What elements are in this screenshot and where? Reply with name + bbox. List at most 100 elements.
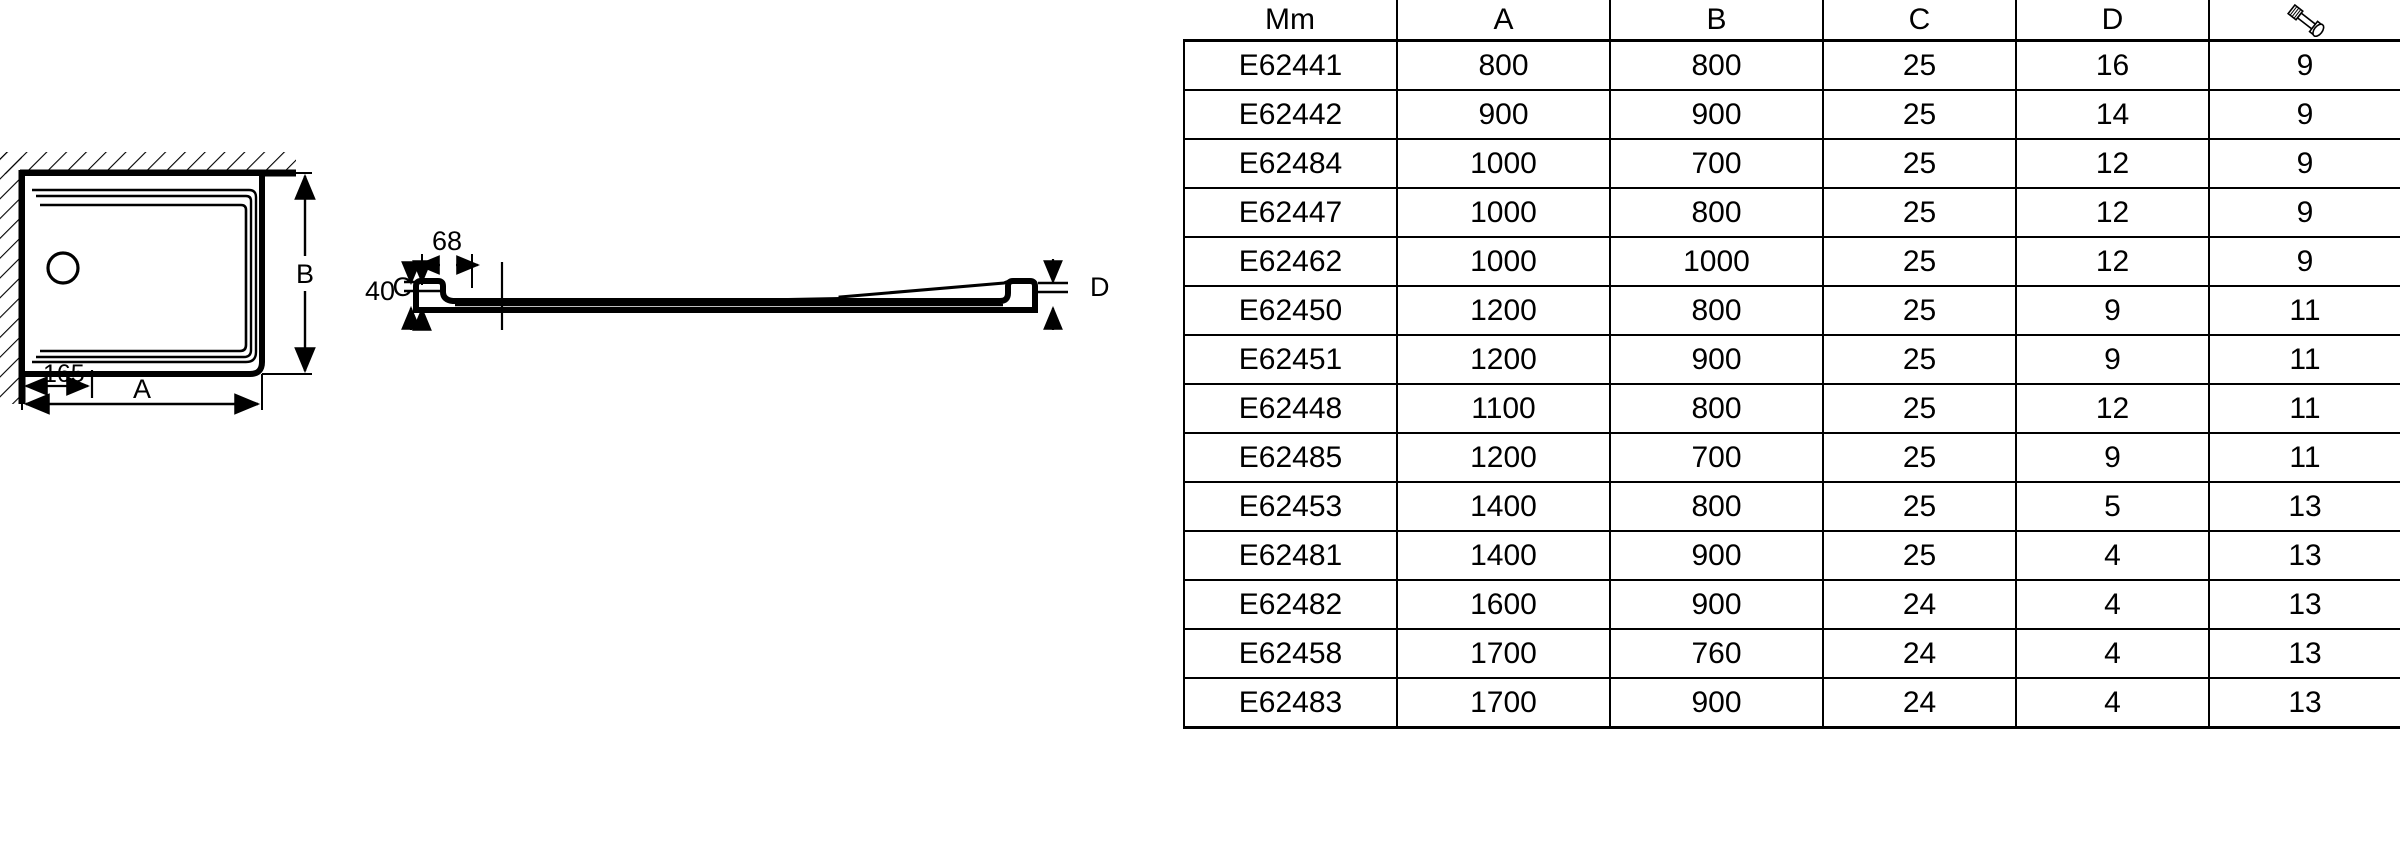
table-cell-screw: 9	[2208, 236, 2400, 287]
column-header-b: B	[1609, 0, 1824, 42]
table-cell-c: 25	[1822, 39, 2017, 91]
table-cell-screw: 9	[2208, 39, 2400, 91]
table-cell-code: E62482	[1183, 579, 1398, 630]
dimension-b: B	[262, 172, 316, 375]
table-cell-d: 12	[2015, 138, 2210, 189]
table-cell-screw: 13	[2208, 628, 2400, 679]
table-cell-screw: 13	[2208, 579, 2400, 630]
spec-table-panel: Mm A B C D	[1183, 0, 2400, 853]
table-cell-code: E62448	[1183, 383, 1398, 434]
table-cell-d: 9	[2015, 432, 2210, 483]
spec-table-head: Mm A B C D	[1184, 0, 2400, 42]
table-cell-c: 24	[1822, 579, 2017, 630]
table-cell-d: 12	[2015, 236, 2210, 287]
table-cell-c: 25	[1822, 334, 2017, 385]
table-cell-screw: 11	[2208, 285, 2400, 336]
table-cell-c: 25	[1822, 138, 2017, 189]
dimension-a: A	[23, 374, 263, 415]
table-cell-d: 4	[2015, 677, 2210, 729]
screw-icon	[2280, 3, 2332, 37]
section-dim-40-label: 40	[365, 276, 395, 306]
spec-table: Mm A B C D	[1183, 0, 2400, 729]
section-dim-c-label: C	[393, 272, 413, 302]
table-cell-screw: 9	[2208, 187, 2400, 238]
table-cell-a: 1000	[1396, 138, 1611, 189]
table-cell-screw: 13	[2208, 530, 2400, 581]
table-cell-screw: 11	[2208, 334, 2400, 385]
table-cell-c: 25	[1822, 89, 2017, 140]
table-cell-a: 1700	[1396, 677, 1611, 729]
table-cell-d: 16	[2015, 39, 2210, 91]
table-cell-a: 1000	[1396, 187, 1611, 238]
table-cell-b: 760	[1609, 628, 1824, 679]
header-row: Mm A B C D	[1184, 0, 2400, 42]
table-cell-b: 900	[1609, 677, 1824, 729]
table-cell-b: 700	[1609, 432, 1824, 483]
table-cell-c: 25	[1822, 285, 2017, 336]
table-cell-code: E62458	[1183, 628, 1398, 679]
table-cell-c: 25	[1822, 236, 2017, 287]
table-cell-a: 900	[1396, 89, 1611, 140]
table-cell-c: 25	[1822, 383, 2017, 434]
table-cell-screw: 13	[2208, 677, 2400, 729]
table-cell-a: 1400	[1396, 481, 1611, 532]
table-cell-d: 9	[2015, 285, 2210, 336]
table-cell-a: 1200	[1396, 285, 1611, 336]
table-cell-a: 1400	[1396, 530, 1611, 581]
dimension-68: 68	[416, 226, 480, 288]
wall-hatch-icon	[0, 152, 296, 404]
column-header-a: A	[1396, 0, 1611, 42]
section-dim-68-label: 68	[432, 226, 462, 256]
table-cell-code: E62462	[1183, 236, 1398, 287]
table-cell-d: 12	[2015, 187, 2210, 238]
section-view: 40 C 68	[365, 226, 1110, 331]
table-cell-b: 900	[1609, 89, 1824, 140]
table-cell-a: 1700	[1396, 628, 1611, 679]
table-cell-code: E62451	[1183, 334, 1398, 385]
table-cell-c: 25	[1822, 432, 2017, 483]
table-cell-c: 25	[1822, 530, 2017, 581]
plan-view: B 165 A	[0, 152, 316, 415]
table-cell-a: 1100	[1396, 383, 1611, 434]
table-cell-code: E62447	[1183, 187, 1398, 238]
table-cell-b: 900	[1609, 530, 1824, 581]
tray-outline	[19, 170, 265, 377]
table-cell-a: 1200	[1396, 432, 1611, 483]
dimension-40: 40	[365, 261, 421, 330]
table-cell-code: E62481	[1183, 530, 1398, 581]
tray-rim-inner	[36, 194, 253, 359]
table-cell-b: 800	[1609, 285, 1824, 336]
table-cell-code: E62484	[1183, 138, 1398, 189]
table-cell-d: 4	[2015, 579, 2210, 630]
plan-dim-165-label: 165	[43, 360, 85, 388]
table-cell-c: 24	[1822, 677, 2017, 729]
tray-rim-outer	[32, 188, 258, 364]
dimension-165: 165	[21, 360, 94, 410]
drain-hole-icon	[46, 251, 80, 285]
table-cell-code: E62453	[1183, 481, 1398, 532]
column-header-screw	[2208, 0, 2400, 42]
column-header-d: D	[2015, 0, 2210, 42]
plan-dim-b-label: B	[296, 259, 314, 289]
table-cell-d: 9	[2015, 334, 2210, 385]
table-cell-code: E62442	[1183, 89, 1398, 140]
table-cell-screw: 9	[2208, 89, 2400, 140]
table-cell-b: 800	[1609, 383, 1824, 434]
table-cell-d: 4	[2015, 628, 2210, 679]
table-cell-b: 800	[1609, 481, 1824, 532]
